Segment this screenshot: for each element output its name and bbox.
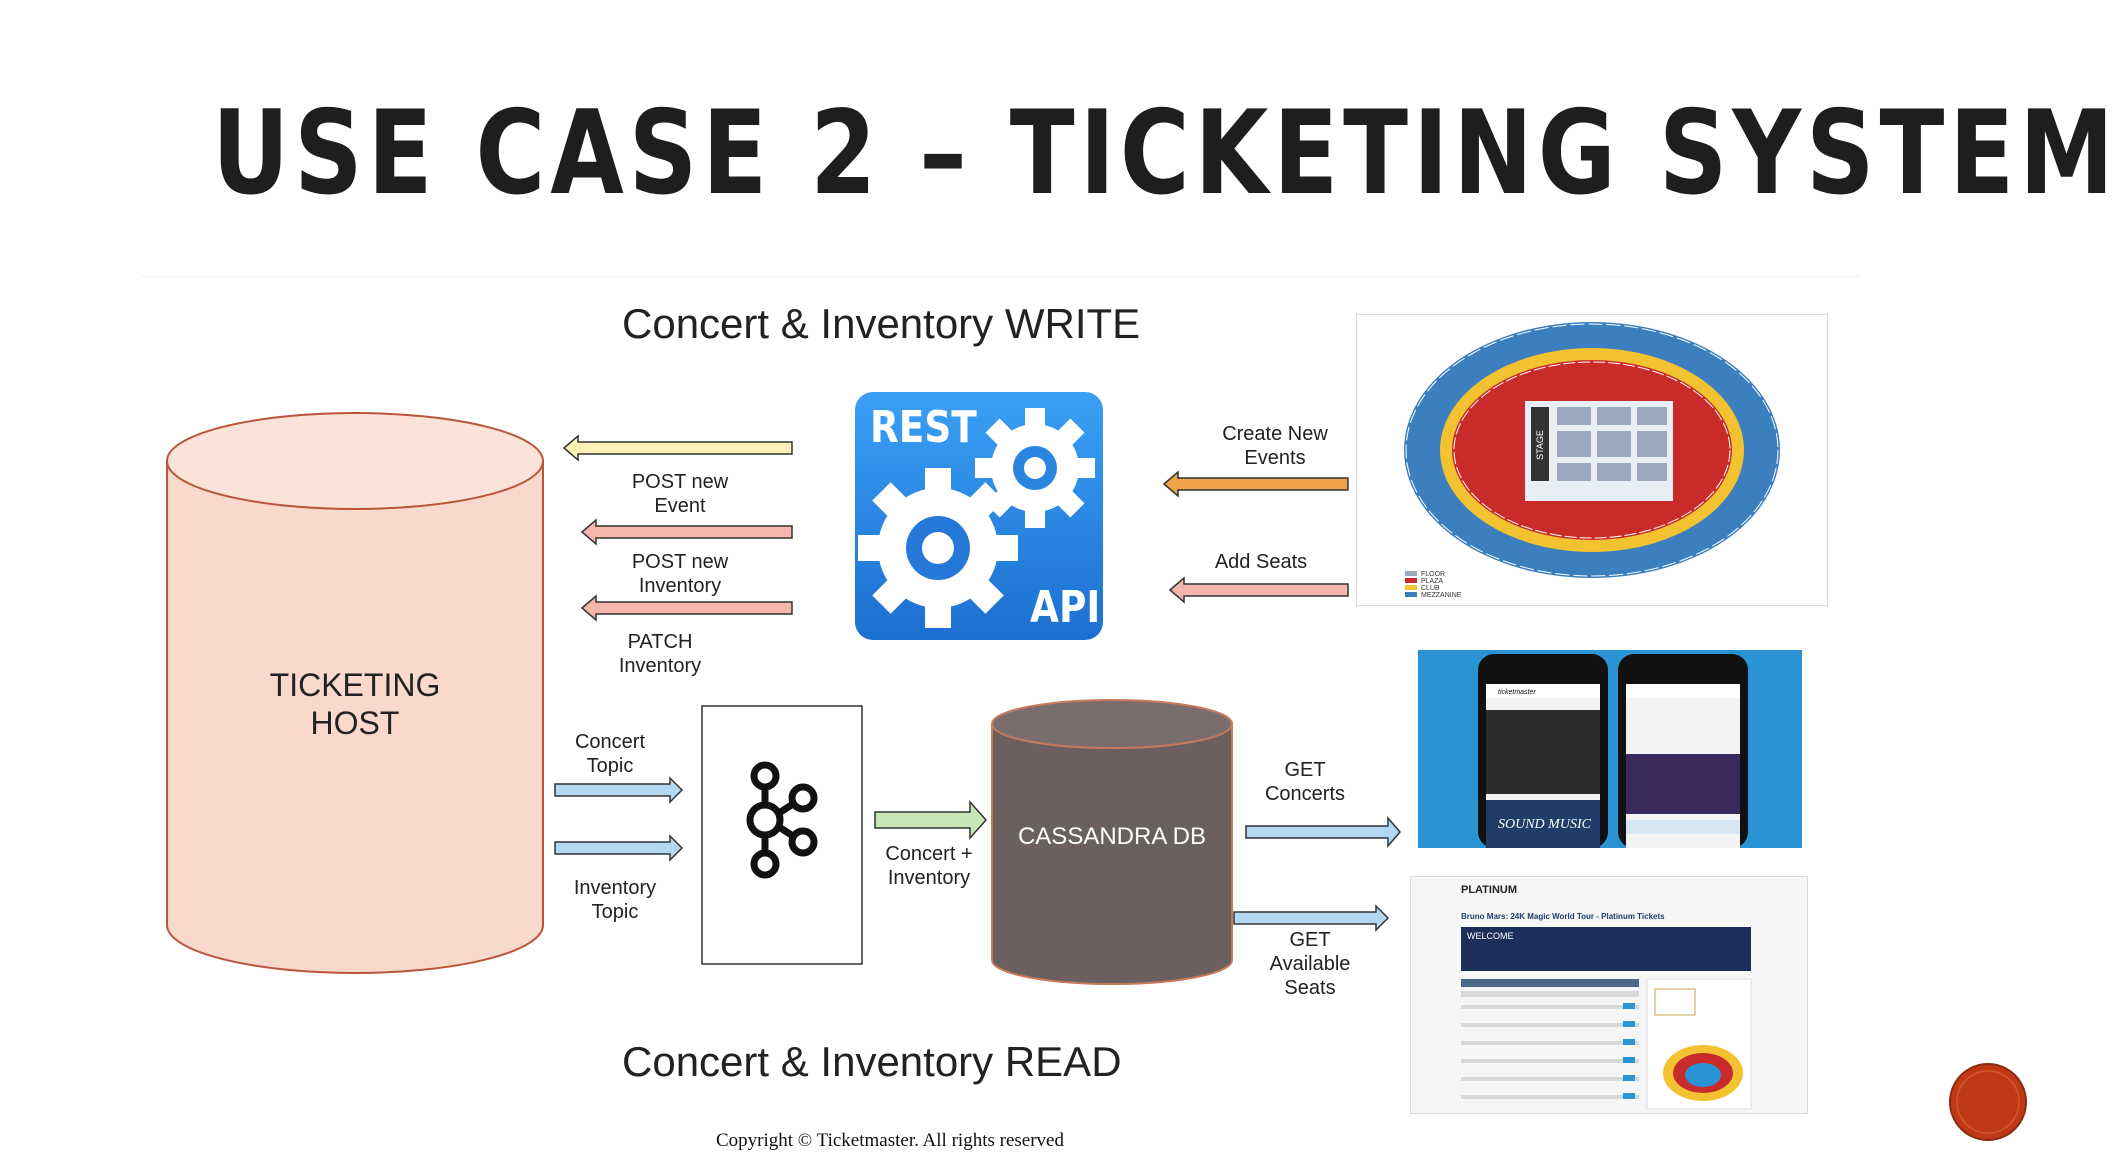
seat-map-drawing: STAGE FLOOR PLAZA CLUB MEZZANINE bbox=[1404, 322, 1780, 599]
ticketing-host-label: TICKETING HOST bbox=[269, 667, 441, 741]
arrow-post-inventory bbox=[580, 518, 793, 546]
platinum-welcome: WELCOME bbox=[1467, 931, 1514, 941]
arrow-get-seats bbox=[1233, 904, 1390, 932]
label-inventory-topic: Inventory Topic bbox=[573, 877, 657, 923]
seat-map-image: STAGE FLOOR PLAZA CLUB MEZZANINE bbox=[1356, 314, 1828, 606]
arrow-inventory-topic bbox=[554, 834, 684, 862]
label-patch-inventory: PATCH Inventory bbox=[618, 631, 702, 677]
label-post-event: POST new Event bbox=[631, 471, 729, 517]
label-concert-topic: Concert Topic bbox=[574, 731, 646, 777]
label-concert-inventory: Concert + Inventory bbox=[885, 843, 973, 889]
mobile-text: SOUND MUSIC bbox=[1498, 817, 1592, 832]
legend-club: CLUB bbox=[1421, 585, 1440, 592]
legend-mezzanine: MEZZANINE bbox=[1421, 592, 1462, 599]
platinum-web-image: PLATINUM Bruno Mars: 24K Magic World Tou… bbox=[1410, 876, 1808, 1114]
api-text: API bbox=[1030, 582, 1101, 633]
label-add-seats: Add Seats bbox=[1214, 551, 1308, 573]
label-get-seats: GET Available Seats bbox=[1269, 929, 1351, 999]
mobile-app-drawing: ticketmaster SOUND MUSIC bbox=[1478, 654, 1748, 848]
arrow-create-events bbox=[1162, 470, 1349, 498]
arrow-concert-topic bbox=[554, 776, 684, 804]
decorative-circle-icon bbox=[1949, 1063, 2027, 1141]
arrow-post-event bbox=[562, 434, 793, 462]
label-create-events: Create New Events bbox=[1222, 423, 1328, 469]
mobile-app-image: ticketmaster SOUND MUSIC bbox=[1418, 650, 1802, 848]
legend-floor: FLOOR bbox=[1421, 571, 1445, 578]
legend-plaza: PLAZA bbox=[1421, 578, 1444, 585]
arrow-add-seats bbox=[1168, 576, 1349, 604]
arrow-concert-inventory bbox=[874, 800, 988, 840]
label-get-concerts: GET Concerts bbox=[1264, 759, 1346, 805]
title-divider bbox=[142, 276, 1860, 277]
kafka-icon bbox=[746, 761, 818, 879]
cassandra-label: CASSANDRA DB bbox=[1017, 823, 1207, 850]
ticketing-host-cylinder bbox=[166, 412, 544, 974]
platinum-brand: PLATINUM bbox=[1461, 884, 1517, 896]
platinum-heading: Bruno Mars: 24K Magic World Tour - Plati… bbox=[1461, 912, 1665, 921]
arrow-patch-inventory bbox=[580, 594, 793, 622]
rest-text: REST bbox=[870, 402, 977, 453]
write-heading: Concert & Inventory WRITE bbox=[622, 300, 1141, 347]
kafka-topic-box bbox=[701, 705, 863, 965]
stage-label: STAGE bbox=[1535, 430, 1545, 460]
copyright-text: Copyright © Ticketmaster. All rights res… bbox=[716, 1130, 1064, 1151]
rest-api-icon bbox=[855, 392, 1103, 640]
label-post-inventory: POST new Inventory bbox=[631, 551, 729, 597]
arrow-get-concerts bbox=[1245, 815, 1401, 849]
architecture-diagram bbox=[166, 392, 1401, 985]
cassandra-db-cylinder bbox=[991, 699, 1233, 985]
read-heading: Concert & Inventory READ bbox=[622, 1038, 1122, 1085]
slide-title: USE CASE 2 – TICKETING SYSTEM bbox=[212, 86, 2119, 221]
platinum-web-drawing: PLATINUM Bruno Mars: 24K Magic World Tou… bbox=[1461, 884, 1752, 1110]
mobile-brand: ticketmaster bbox=[1498, 689, 1536, 696]
